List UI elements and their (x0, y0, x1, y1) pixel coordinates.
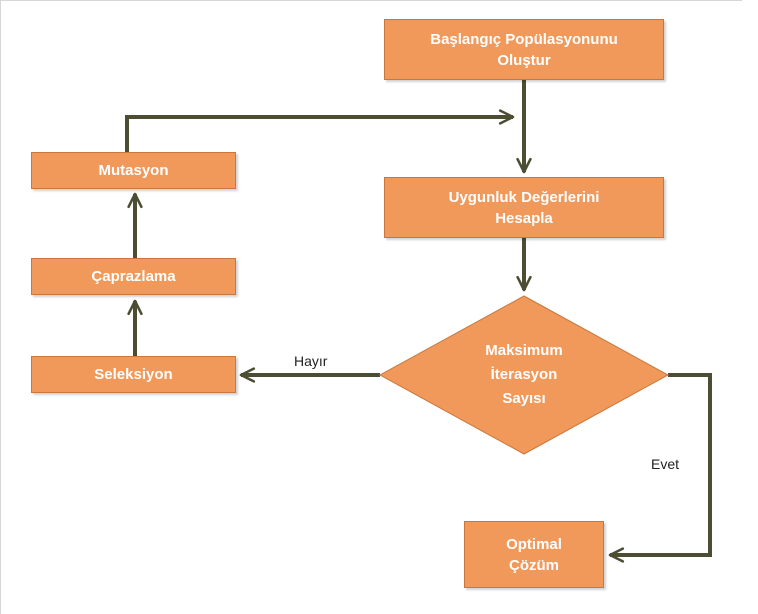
crossover-node: Çaprazlama (31, 258, 236, 295)
arrow-decision-to-optimal (608, 373, 712, 563)
selection-node: Seleksiyon (31, 356, 236, 393)
arrow-mutation-to-loop (125, 109, 515, 152)
edge-label-no: Hayır (294, 353, 328, 369)
crossover-label: Çaprazlama (91, 268, 176, 285)
optimal-line2: Çözüm (509, 556, 559, 574)
start-node-line1: Başlangıç Popülasyonunu (430, 30, 618, 48)
decision-line1: Maksimum (485, 342, 563, 359)
decision-node-text: Maksimum İterasyon Sayısı (424, 335, 624, 415)
optimal-line1: Optimal (506, 535, 562, 553)
mutation-node: Mutasyon (31, 152, 236, 189)
start-node-line2: Oluştur (497, 51, 551, 69)
optimal-node: Optimal Çözüm (464, 521, 604, 588)
selection-label: Seleksiyon (94, 366, 173, 383)
frame-left-border (0, 0, 1, 614)
decision-diamond (378, 295, 670, 455)
start-node: Başlangıç Popülasyonunu Oluştur (384, 19, 664, 80)
decision-line3: Sayısı (502, 390, 546, 407)
edge-label-yes: Evet (651, 456, 680, 472)
fitness-node-line2: Hesapla (495, 209, 553, 227)
fitness-node-line1: Uygunluk Değerlerini (448, 188, 600, 206)
frame-top-border (0, 0, 742, 1)
mutation-label: Mutasyon (98, 162, 169, 179)
decision-line2: İterasyon (490, 366, 558, 383)
fitness-node: Uygunluk Değerlerini Hesapla (384, 177, 664, 238)
